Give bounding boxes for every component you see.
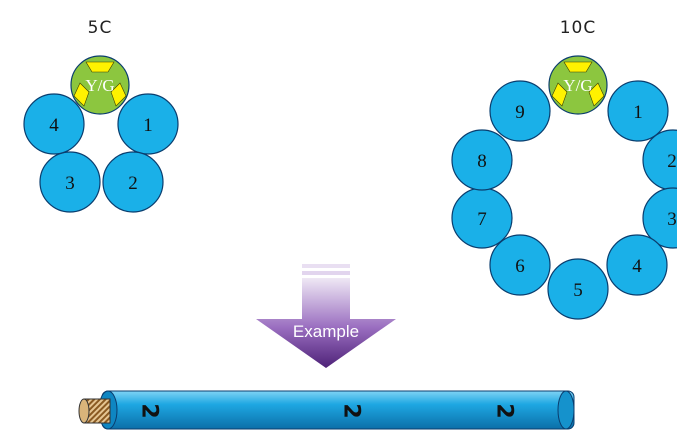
ground-core-ten: Y/G (548, 55, 608, 115)
core-number: 2 (667, 151, 677, 172)
core-number: 3 (65, 173, 75, 194)
ground-label-ten: Y/G (563, 76, 592, 95)
core-ten-9: 9 (489, 80, 551, 142)
core-number: 9 (515, 102, 525, 123)
five-core-title: 5C (88, 18, 113, 38)
core-five-4: 4 (23, 93, 85, 155)
core-number: 3 (667, 209, 677, 230)
ground-label-five: Y/G (85, 76, 114, 95)
core-number: 6 (515, 256, 525, 277)
core-number: 8 (477, 151, 487, 172)
core-five-3: 3 (39, 151, 101, 213)
cable-mark-2: 2 (339, 403, 364, 418)
cable-mark-3: 2 (492, 403, 517, 418)
core-ten-7: 7 (451, 187, 513, 249)
core-ten-3: 3 (642, 187, 677, 249)
core-five-2: 2 (102, 151, 164, 213)
core-number: 1 (633, 102, 643, 123)
cable-mark-1: 2 (137, 403, 162, 418)
core-number: 2 (128, 173, 138, 194)
arrow-label: Example (293, 322, 359, 341)
core-number: 7 (477, 209, 487, 230)
ground-core-five: Y/G (70, 55, 130, 115)
five-core-diagram: 5C Y/G 1 2 3 4 (23, 18, 179, 213)
core-number: 4 (632, 256, 642, 277)
core-ten-8: 8 (451, 129, 513, 191)
copper-conductor-end-icon (78, 398, 111, 424)
ten-core-diagram: 10C 1 2 3 4 5 6 7 8 (451, 18, 677, 320)
core-five-1: 1 (117, 93, 179, 155)
core-number: 4 (49, 115, 59, 136)
core-ten-5: 5 (547, 258, 609, 320)
core-number: 5 (573, 280, 583, 301)
core-ten-1: 1 (607, 80, 669, 142)
down-arrow-icon: Example (256, 264, 396, 368)
core-ten-6: 6 (489, 234, 551, 296)
ten-core-title: 10C (560, 18, 597, 38)
core-number: 1 (143, 115, 153, 136)
core-ten-4: 4 (606, 234, 668, 296)
cable: 2 2 2 (78, 390, 575, 430)
